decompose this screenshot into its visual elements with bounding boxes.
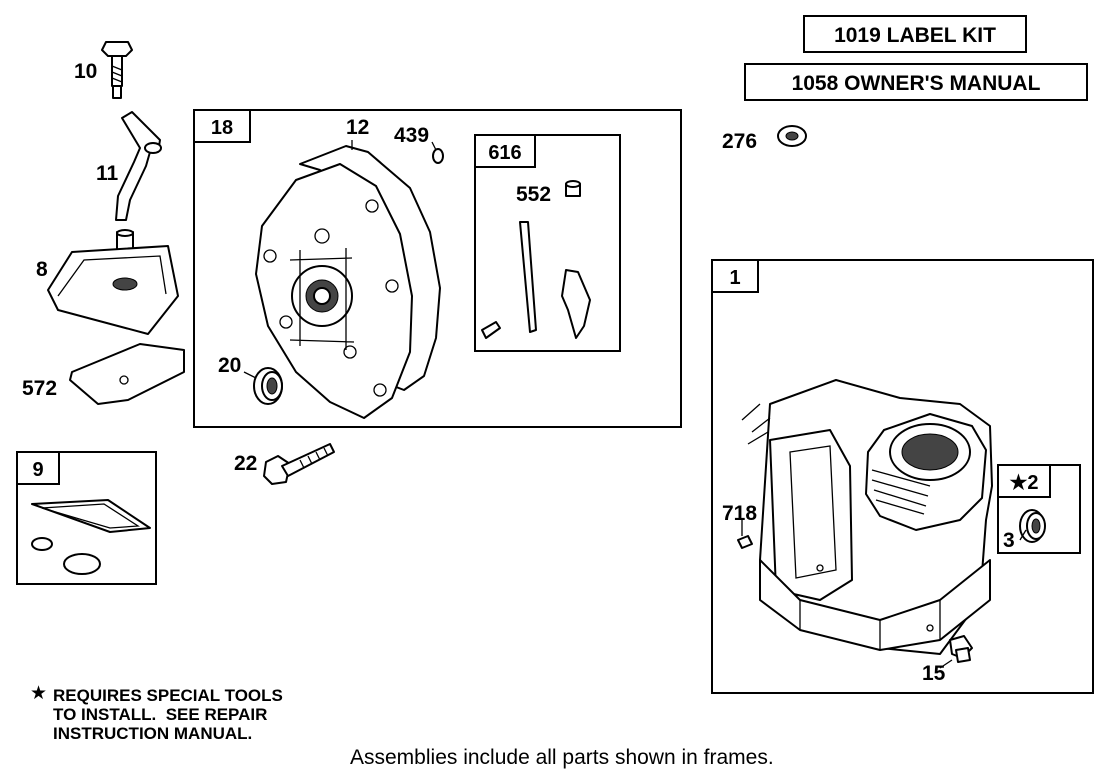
- part-11-tube: 11: [96, 111, 162, 221]
- part-10-bolt: 10: [74, 41, 133, 99]
- callout-11: 11: [96, 162, 119, 185]
- special-tools-note-text: REQUIRES SPECIAL TOOLS TO INSTALL. SEE R…: [53, 686, 283, 743]
- frame-616-label: 616: [488, 142, 521, 164]
- frame-18-label: 18: [211, 117, 233, 139]
- part-439-ring: 439: [394, 124, 444, 164]
- frame-2-label: ★2: [1009, 472, 1038, 494]
- owners-manual-text: 1058 OWNER'S MANUAL: [792, 72, 1041, 95]
- callout-552: 552: [516, 183, 551, 206]
- callout-718: 718: [722, 502, 757, 525]
- frame-18: 18: [193, 109, 682, 428]
- callout-15: 15: [922, 662, 946, 685]
- star-icon: ★: [30, 683, 48, 704]
- frame-2: ★2 3: [997, 464, 1081, 554]
- part-8-breather: 8: [36, 229, 179, 335]
- part-552-cup: 552: [516, 180, 581, 206]
- part-572-plate: 572: [22, 343, 185, 405]
- frame-9-label: 9: [32, 459, 43, 481]
- part-15-plug: 15: [922, 635, 973, 685]
- callout-3: 3: [1003, 529, 1015, 552]
- frame-9: 9: [16, 451, 157, 585]
- part-12-crankcase-cover: 12: [255, 116, 441, 419]
- callout-8: 8: [36, 258, 48, 281]
- frame-616: 616: [474, 134, 621, 352]
- part-276-washer: 276: [722, 125, 807, 153]
- part-20-seal: 20: [218, 354, 283, 405]
- governor-shaft: [481, 221, 591, 339]
- leader-lines: [243, 140, 1027, 669]
- frame-1: 1: [711, 259, 1094, 694]
- callout-20: 20: [218, 354, 241, 377]
- callout-276: 276: [722, 130, 757, 153]
- part-718-dowel: 718: [722, 502, 757, 549]
- owners-manual-box: 1058 OWNER'S MANUAL: [744, 63, 1088, 101]
- label-kit-text: 1019 LABEL KIT: [834, 24, 996, 47]
- callout-12: 12: [346, 116, 369, 139]
- footer-caption: Assemblies include all parts shown in fr…: [350, 746, 774, 769]
- part-22-bolt: 22: [234, 443, 335, 485]
- callout-22: 22: [234, 452, 257, 475]
- callout-10: 10: [74, 60, 97, 83]
- callout-439: 439: [394, 124, 429, 147]
- label-kit-box: 1019 LABEL KIT: [803, 15, 1027, 53]
- callout-572: 572: [22, 377, 57, 400]
- frame-1-label: 1: [729, 267, 740, 289]
- part-1-cylinder-block: [741, 379, 993, 655]
